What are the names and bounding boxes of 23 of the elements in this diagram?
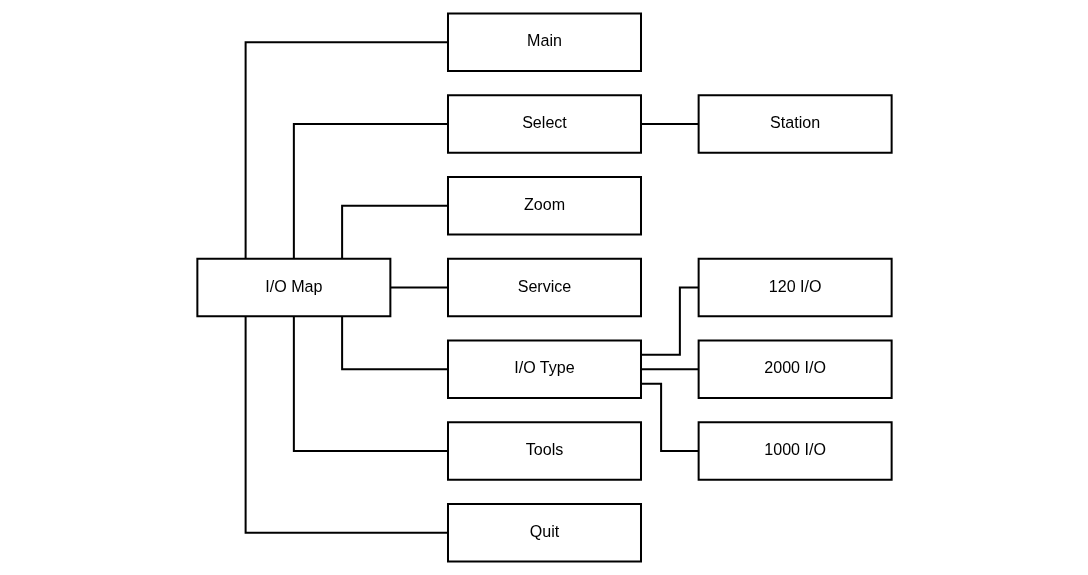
connector — [640, 382, 698, 453]
node-box: Zoom — [446, 175, 642, 236]
node-box: Service — [446, 257, 642, 318]
node-box: Select — [446, 94, 642, 154]
connector — [292, 316, 448, 453]
node-box: I/O Map — [195, 257, 391, 318]
node-box: Station — [697, 94, 893, 154]
connector — [640, 368, 698, 371]
connector — [640, 122, 698, 125]
node-box: 2000 I/O — [697, 339, 893, 400]
node-box: Quit — [446, 502, 642, 563]
connector — [640, 286, 698, 356]
connector — [292, 122, 448, 259]
node-box: Main — [446, 12, 642, 73]
connector — [340, 204, 447, 259]
node-box: I/O Type — [446, 339, 642, 400]
node-box: 1000 I/O — [697, 421, 893, 481]
connector — [340, 316, 447, 371]
connector — [389, 286, 448, 289]
node-box: Tools — [446, 421, 642, 481]
connector — [244, 41, 448, 259]
connector — [244, 316, 448, 534]
node-box: 120 I/O — [697, 257, 893, 318]
